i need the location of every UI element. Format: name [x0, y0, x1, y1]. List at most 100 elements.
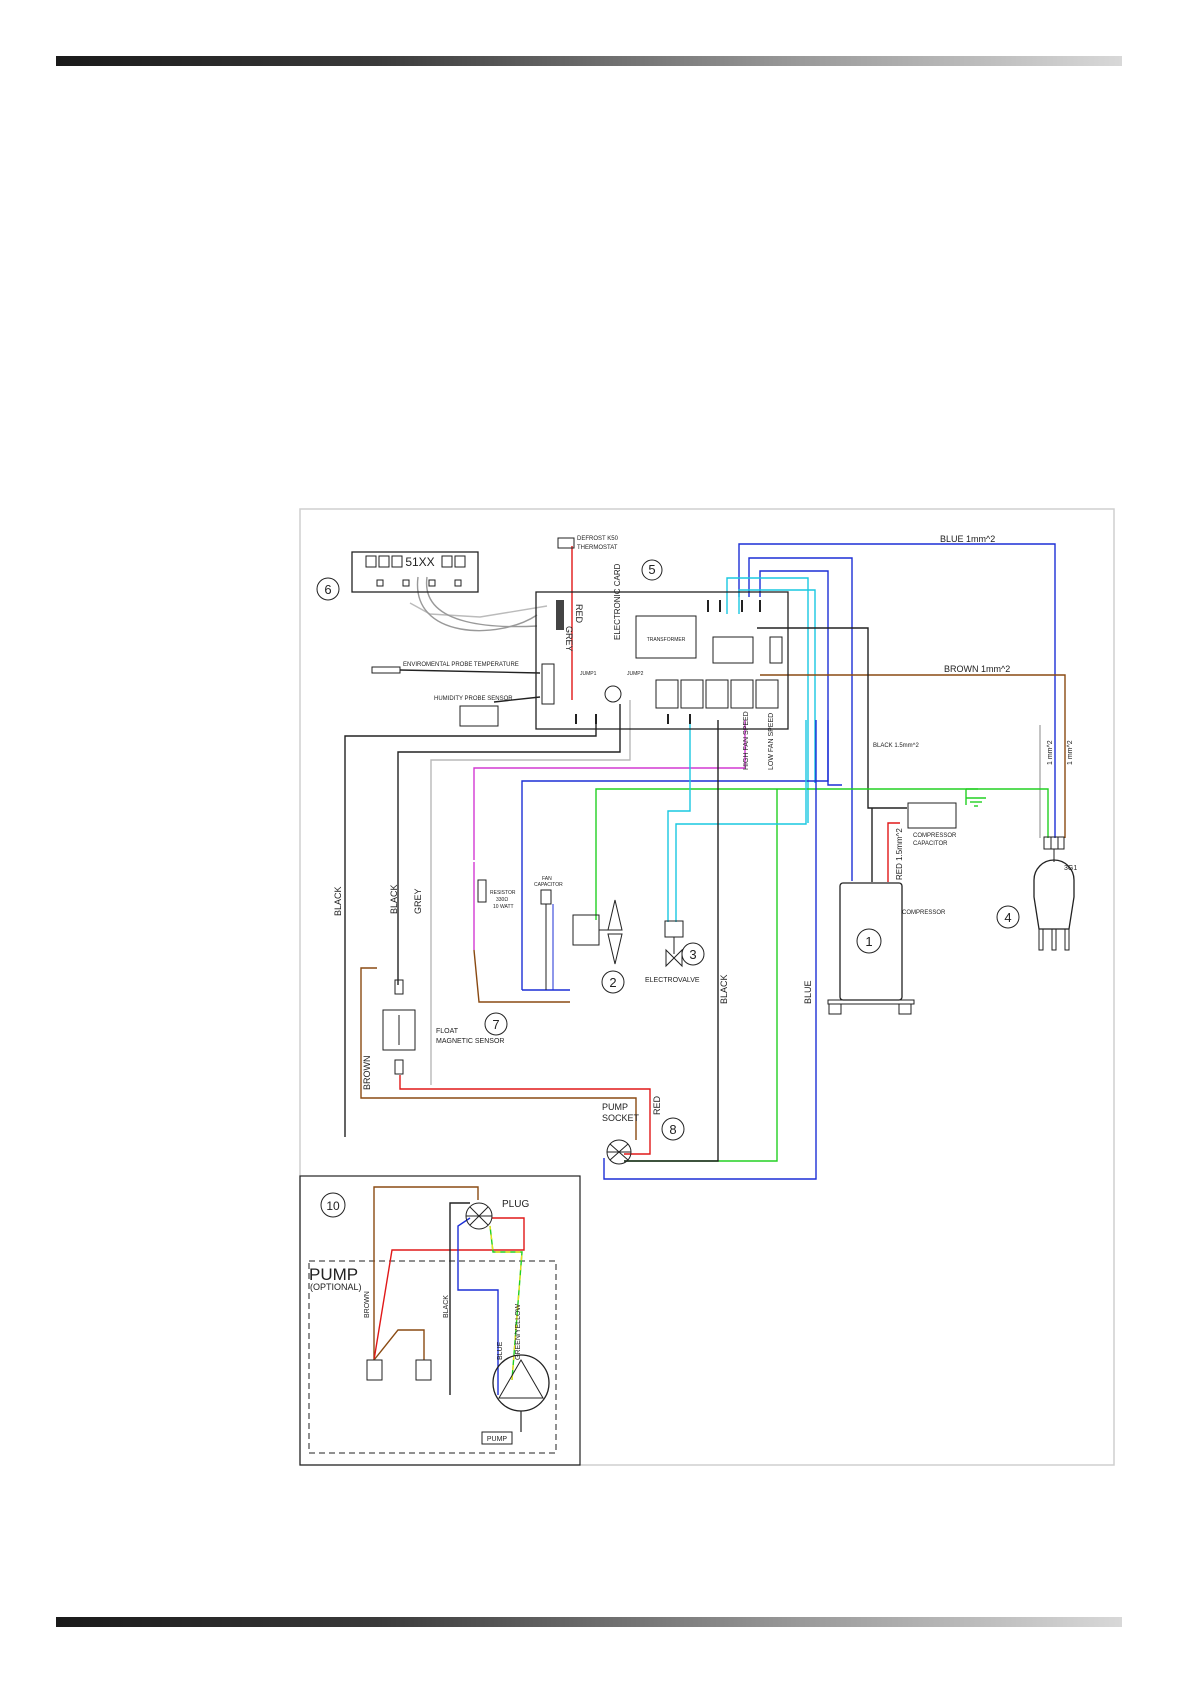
number-4-circle — [996, 905, 1020, 929]
number-1: 1 — [865, 934, 872, 949]
pump-blue-label: BLUE — [497, 1341, 504, 1360]
plug-label: PLUG — [502, 1199, 529, 1210]
black-mid-label: BLACK — [389, 884, 399, 914]
pump-float-2 — [415, 1359, 432, 1381]
float-label-1: FLOAT — [436, 1028, 459, 1035]
display-cable — [416, 576, 538, 632]
humidity-probe — [459, 705, 499, 727]
compressor-label: COMPRESSOR — [902, 910, 946, 916]
comp-cap-label-2: CAPACITOR — [913, 841, 948, 847]
resistor-label-2: 330Ω — [496, 897, 508, 903]
number-6: 6 — [324, 582, 331, 597]
red-socket-label: RED — [652, 1095, 662, 1115]
card-label: ELECTRONIC CARD — [613, 563, 622, 640]
resistor-label-1: RESISTOR — [490, 890, 516, 896]
green-wire-1 — [595, 788, 1049, 920]
black-center-wire — [624, 720, 719, 1162]
brown-left-wire — [360, 967, 637, 1140]
brown-top-wire — [760, 674, 1066, 838]
green-wire-2 — [624, 789, 778, 1162]
float-sensor — [382, 979, 416, 1075]
blue-center-label: BLUE — [803, 980, 813, 1004]
display-panel: 51XX — [351, 551, 479, 593]
compressor-capacitor — [907, 802, 957, 829]
cyan-ev-2 — [675, 720, 807, 922]
env-probe-label: ENVIROMENTAL PROBE TEMPERATURE — [403, 662, 519, 668]
cyan-ev-1 — [667, 720, 691, 922]
brown-fan-wire — [473, 949, 570, 1003]
relay-small — [769, 636, 783, 664]
blue-top-wire — [738, 543, 1056, 838]
display-readout: 51XX — [405, 555, 434, 569]
resistor — [477, 879, 487, 903]
electronic-card: TRANSFORMER ELECTRONIC CARD GREY RED JUM… — [535, 563, 789, 730]
grey-card-wire — [409, 602, 548, 618]
wires — [344, 543, 1066, 1180]
blue-wire-3 — [759, 570, 842, 786]
mm2b-label: 1 mm^2 — [1067, 740, 1074, 765]
plug-code-label: 3G1 — [1064, 865, 1077, 872]
high-fan-label: HIGH FAN SPEED — [743, 711, 750, 770]
red15-label: RED 1.5mm^2 — [895, 828, 904, 880]
black-mid-wire — [397, 704, 621, 985]
number-10: 10 — [326, 1199, 340, 1213]
red-comp-wire — [887, 822, 900, 882]
fan-cap-label-2: CAPACITOR — [534, 882, 563, 888]
pump-optional-box — [308, 1260, 557, 1454]
blue-center-wire — [603, 720, 817, 1180]
env-probe-wire — [399, 669, 541, 674]
relay-box — [712, 636, 754, 664]
black-left-wire — [344, 722, 597, 1137]
float-label-2: MAGNETIC SENSOR — [436, 1038, 504, 1045]
defrost-label: DEFROST K50 — [577, 536, 619, 542]
cyan-wire-2 — [738, 589, 816, 783]
env-probe — [371, 666, 401, 674]
diagram-frame — [299, 508, 1115, 1466]
grey-mid-wire — [430, 700, 631, 1085]
pump-motor — [492, 1354, 550, 1412]
fan-motor — [540, 889, 623, 990]
number-8: 8 — [669, 1122, 676, 1137]
brown-label: BROWN 1mm^2 — [944, 664, 1010, 674]
pump-socket-label-1: PUMP — [602, 1102, 628, 1112]
pump-brown-label: BROWN — [364, 1291, 371, 1318]
black-comp-wire — [757, 627, 907, 809]
number-3: 3 — [689, 947, 696, 962]
pump-socket-label-2: SOCKET — [602, 1113, 640, 1123]
pump-label: PUMP — [487, 1436, 508, 1443]
comp-cap-label-1: COMPRESSOR — [913, 833, 957, 839]
header-bar — [56, 56, 1122, 66]
number-1-circle — [856, 928, 882, 954]
fan-cap-label-1: FAN — [542, 876, 552, 882]
pump-float-1 — [366, 1359, 383, 1381]
number-5: 5 — [648, 562, 655, 577]
pump-socket — [606, 1139, 632, 1165]
display-cable-2 — [426, 576, 538, 628]
red-float-wire — [399, 1075, 651, 1155]
number-4: 4 — [1004, 910, 1011, 925]
blue-wire-2 — [748, 557, 853, 881]
footer-bar — [56, 1617, 1122, 1627]
pump-black-label: BLACK — [443, 1295, 450, 1318]
jump2-label: JUMP2 — [627, 671, 644, 677]
ground-icon — [966, 797, 986, 807]
electrovalve — [664, 920, 684, 968]
number-8-circle — [661, 1117, 685, 1141]
brown-left-label: BROWN — [362, 1056, 372, 1091]
pump-triangle — [498, 1359, 544, 1399]
number-5-circle — [641, 559, 663, 581]
cyan-wire-1 — [726, 577, 809, 823]
resistor-label-3: 10 WATT — [493, 904, 514, 910]
mains-plug — [1033, 836, 1075, 951]
card-grey-label: GREY — [564, 626, 574, 652]
defrost-thermostat: DEFROST K50 THERMOSTAT — [557, 536, 619, 551]
magenta-wire — [473, 720, 746, 860]
electrovalve-label: ELECTROVALVE — [645, 977, 700, 984]
number-6-circle — [316, 577, 340, 601]
mm2a-label: 1 mm^2 — [1047, 740, 1054, 765]
humidity-probe-label: HUMIDITY PROBE SENSOR — [434, 696, 513, 702]
transformer-label: TRANSFORMER — [647, 637, 686, 643]
compressor — [827, 882, 915, 1015]
low-fan-label: LOW FAN SPEED — [768, 713, 775, 770]
